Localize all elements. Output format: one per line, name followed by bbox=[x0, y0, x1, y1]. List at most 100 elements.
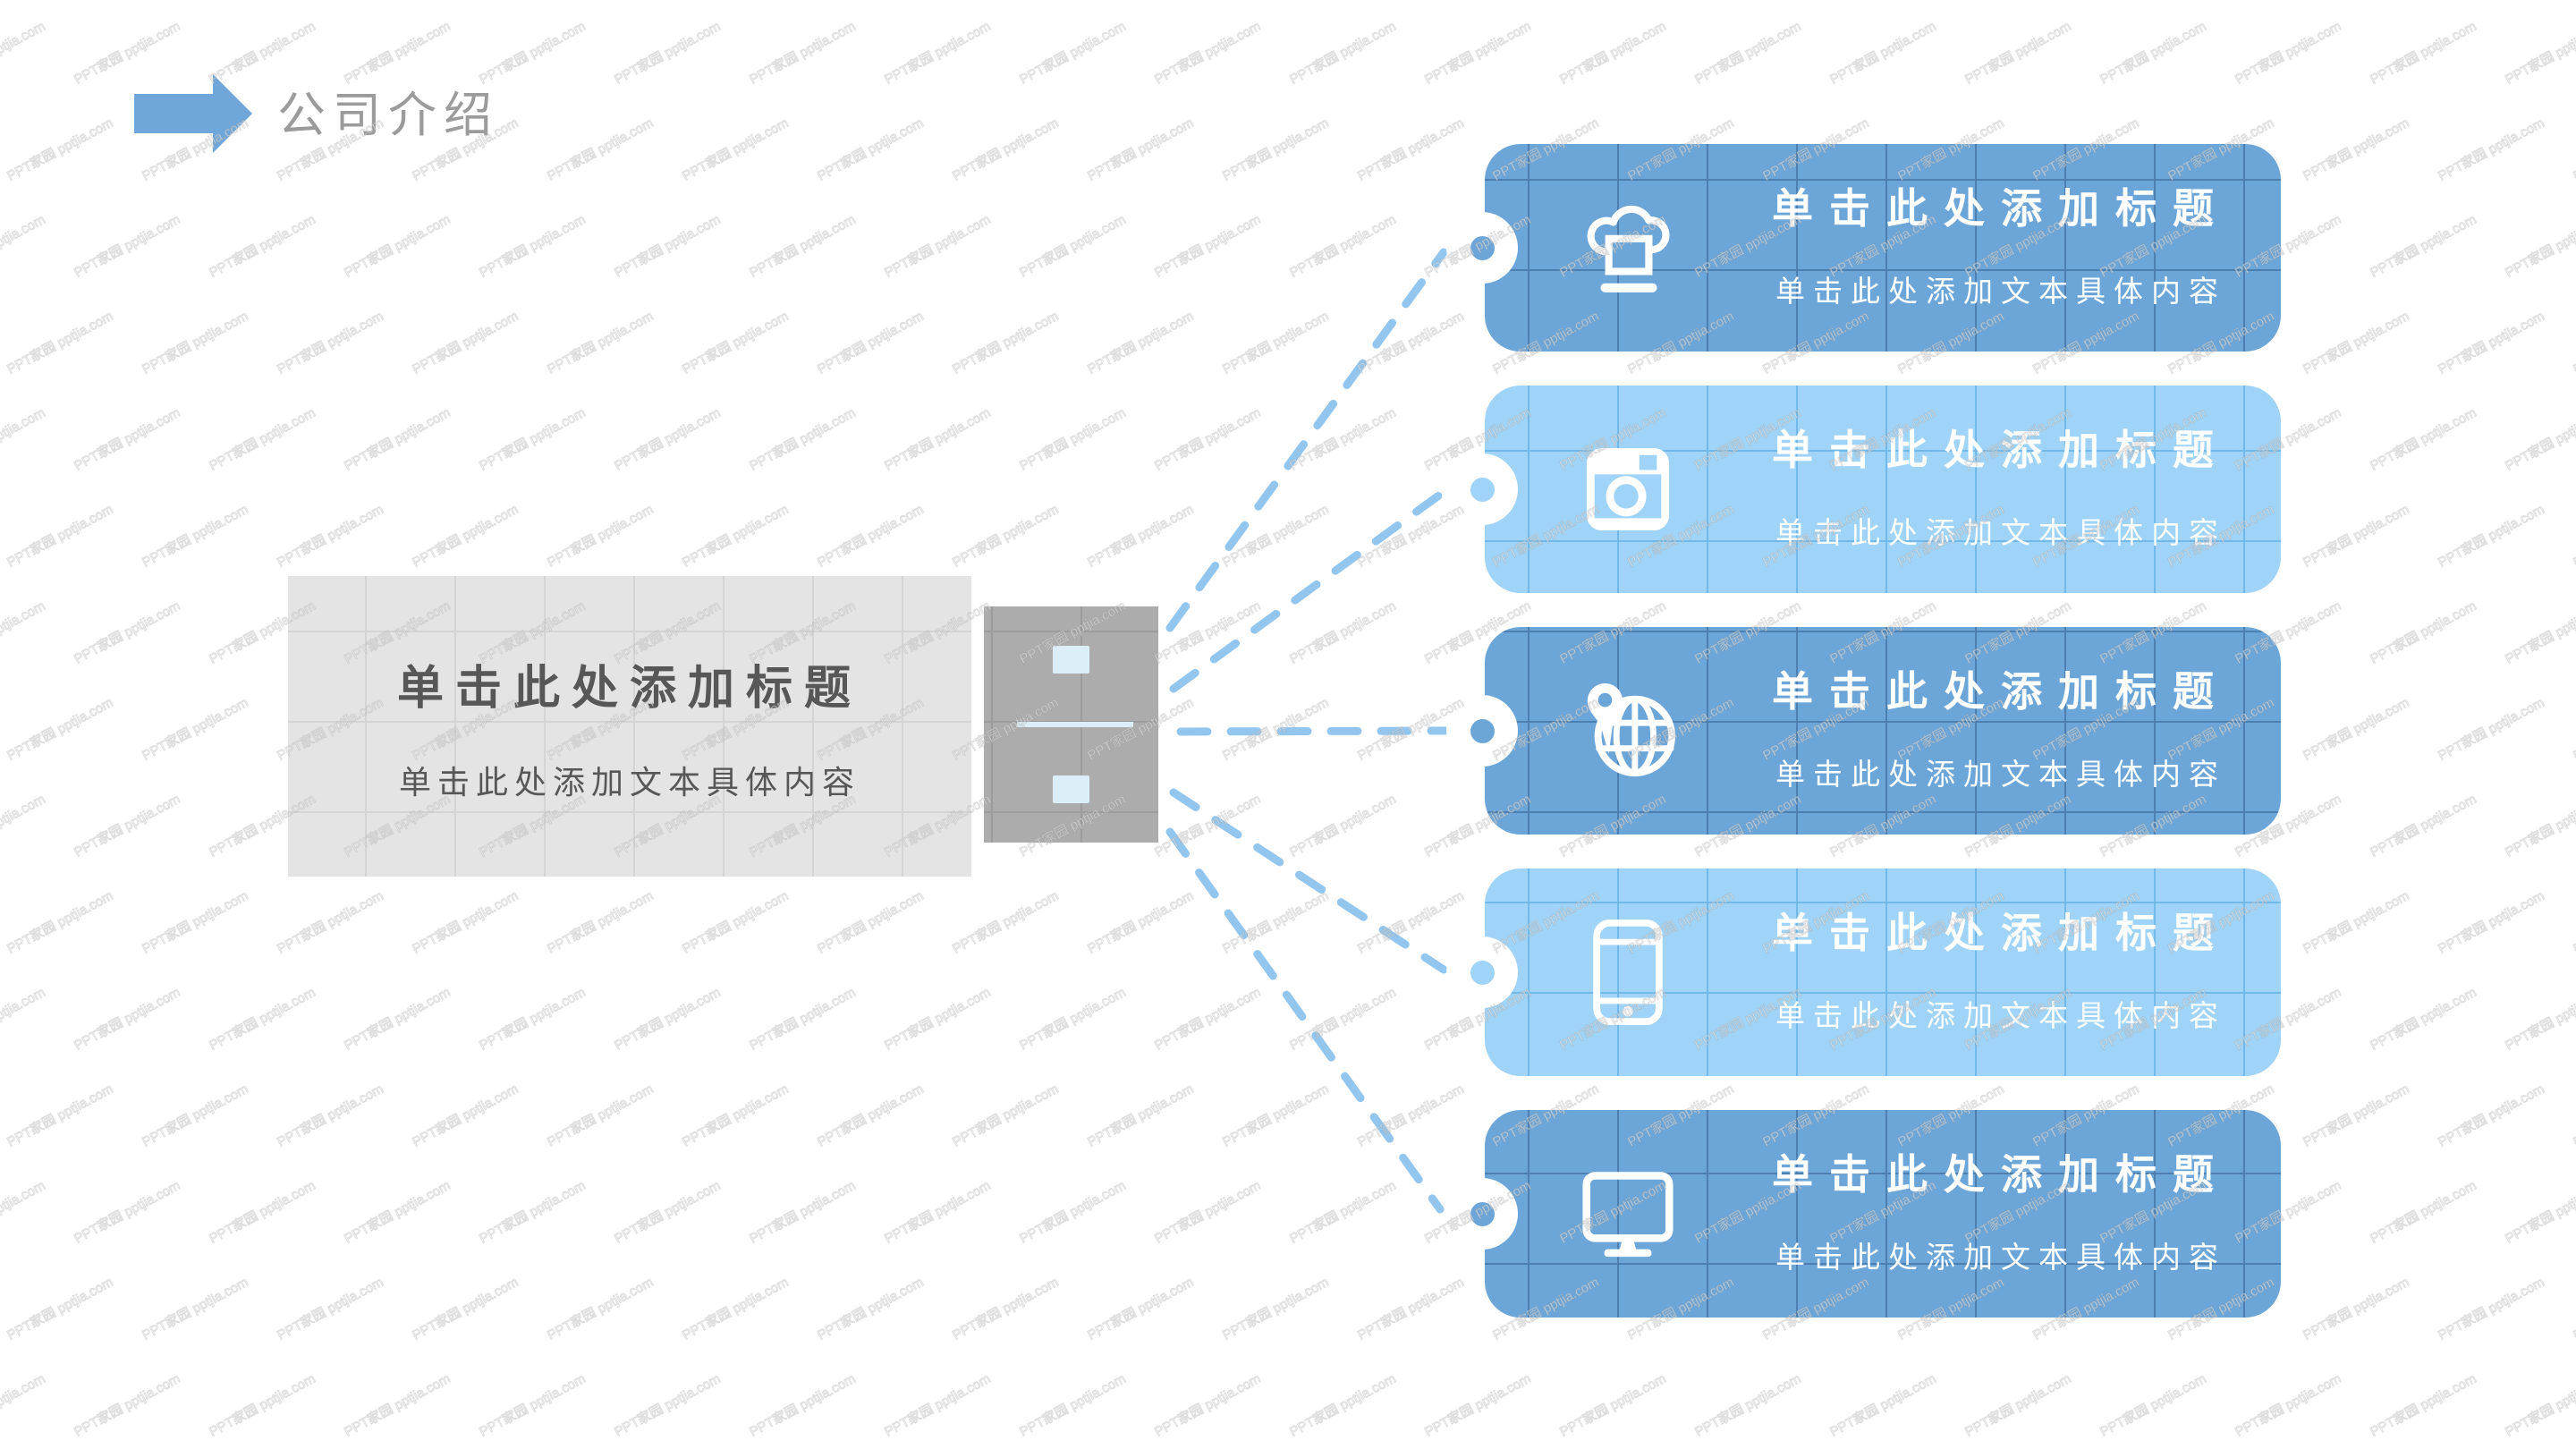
watermark-text: PPT家园 pptjia.com bbox=[1827, 18, 1939, 88]
watermark-text: PPT家园 pptjia.com bbox=[4, 694, 116, 764]
watermark-text: PPT家园 pptjia.com bbox=[1962, 1370, 2074, 1440]
watermark-text: PPT家园 pptjia.com bbox=[2301, 1274, 2412, 1343]
watermark-text: PPT家园 pptjia.com bbox=[1017, 404, 1129, 474]
watermark-text: PPT家园 pptjia.com bbox=[612, 404, 724, 474]
item-box-3[interactable]: 单击此处添加标题 单击此处添加文本具体内容 bbox=[1446, 627, 2281, 835]
center-card-title[interactable]: 单击此处添加标题 bbox=[396, 662, 862, 715]
watermark-text: PPT家园 pptjia.com bbox=[1287, 211, 1399, 281]
item-title[interactable]: 单击此处添加标题 bbox=[1772, 668, 2230, 715]
watermark-text: PPT家园 pptjia.com bbox=[2097, 1370, 2209, 1440]
right-arrow-icon bbox=[134, 74, 252, 153]
watermark-text: PPT家园 pptjia.com bbox=[275, 308, 386, 377]
watermark-text: PPT家园 pptjia.com bbox=[545, 1274, 657, 1343]
watermark-text: PPT家园 pptjia.com bbox=[1017, 1177, 1129, 1247]
watermark-text: PPT家园 pptjia.com bbox=[2097, 18, 2209, 88]
watermark-text: PPT家园 pptjia.com bbox=[680, 887, 792, 957]
watermark-text: PPT家园 pptjia.com bbox=[545, 114, 657, 184]
watermark-text: PPT家园 pptjia.com bbox=[747, 211, 859, 281]
watermark-text: PPT家园 pptjia.com bbox=[1692, 1370, 1804, 1440]
watermark-text: PPT家园 pptjia.com bbox=[2436, 114, 2547, 184]
watermark-text: PPT家园 pptjia.com bbox=[342, 1177, 453, 1247]
item-subtitle[interactable]: 单击此处添加文本具体内容 bbox=[1775, 999, 2226, 1032]
watermark-text: PPT家园 pptjia.com bbox=[2571, 1080, 2576, 1150]
usb-plug-shape bbox=[984, 606, 1158, 843]
watermark-text: PPT家园 pptjia.com bbox=[612, 1370, 724, 1440]
node-dot bbox=[1470, 477, 1495, 502]
watermark-text: PPT家园 pptjia.com bbox=[1085, 887, 1197, 957]
watermark-text: PPT家园 pptjia.com bbox=[1085, 114, 1197, 184]
watermark-text: PPT家园 pptjia.com bbox=[140, 308, 251, 377]
watermark-text: PPT家园 pptjia.com bbox=[1152, 597, 1264, 667]
watermark-text: PPT家园 pptjia.com bbox=[747, 18, 859, 88]
watermark-text: PPT家园 pptjia.com bbox=[0, 791, 48, 860]
watermark-text: PPT家园 pptjia.com bbox=[545, 887, 657, 957]
watermark-text: PPT家园 pptjia.com bbox=[612, 1177, 724, 1247]
watermark-text: PPT家园 pptjia.com bbox=[882, 1370, 994, 1440]
watermark-text: PPT家园 pptjia.com bbox=[4, 308, 116, 377]
watermark-text: PPT家园 pptjia.com bbox=[612, 18, 724, 88]
watermark-text: PPT家园 pptjia.com bbox=[545, 1080, 657, 1150]
watermark-text: PPT家园 pptjia.com bbox=[1220, 694, 1332, 764]
center-card-subtitle[interactable]: 单击此处添加文本具体内容 bbox=[398, 763, 860, 801]
watermark-text: PPT家园 pptjia.com bbox=[0, 597, 48, 667]
watermark-text: PPT家园 pptjia.com bbox=[140, 1274, 251, 1343]
watermark-text: PPT家园 pptjia.com bbox=[1220, 114, 1332, 184]
watermark-text: PPT家园 pptjia.com bbox=[410, 1080, 521, 1150]
watermark-text: PPT家园 pptjia.com bbox=[1287, 404, 1399, 474]
camera-icon bbox=[1584, 445, 1672, 533]
connector-node bbox=[1446, 936, 1518, 1008]
item-subtitle[interactable]: 单击此处添加文本具体内容 bbox=[1775, 275, 2226, 308]
item-box-4[interactable]: 单击此处添加标题 单击此处添加文本具体内容 bbox=[1446, 869, 2281, 1076]
item-subtitle[interactable]: 单击此处添加文本具体内容 bbox=[1775, 516, 2226, 549]
watermark-text: PPT家园 pptjia.com bbox=[342, 984, 453, 1054]
watermark-text: PPT家园 pptjia.com bbox=[815, 887, 927, 957]
center-card[interactable]: 单击此处添加标题 单击此处添加文本具体内容 bbox=[288, 576, 971, 877]
watermark-text: PPT家园 pptjia.com bbox=[882, 984, 994, 1054]
monitor-icon bbox=[1581, 1168, 1674, 1259]
watermark-text: PPT家园 pptjia.com bbox=[207, 1370, 318, 1440]
watermark-text: PPT家园 pptjia.com bbox=[950, 114, 1062, 184]
item-box-1[interactable]: 单击此处添加标题 单击此处添加文本具体内容 bbox=[1446, 144, 2281, 352]
item-title[interactable]: 单击此处添加标题 bbox=[1772, 185, 2230, 232]
item-subtitle[interactable]: 单击此处添加文本具体内容 bbox=[1775, 1241, 2226, 1274]
item-subtitle[interactable]: 单击此处添加文本具体内容 bbox=[1775, 758, 2226, 791]
watermark-text: PPT家园 pptjia.com bbox=[2503, 1370, 2576, 1440]
watermark-text: PPT家园 pptjia.com bbox=[72, 1370, 183, 1440]
watermark-text: PPT家园 pptjia.com bbox=[275, 1080, 386, 1150]
watermark-text: PPT家园 pptjia.com bbox=[2436, 308, 2547, 377]
watermark-text: PPT家园 pptjia.com bbox=[545, 501, 657, 571]
watermark-text: PPT家园 pptjia.com bbox=[1287, 1370, 1399, 1440]
watermark-text: PPT家园 pptjia.com bbox=[140, 501, 251, 571]
watermark-text: PPT家园 pptjia.com bbox=[815, 1080, 927, 1150]
watermark-text: PPT家园 pptjia.com bbox=[4, 1080, 116, 1150]
watermark-text: PPT家园 pptjia.com bbox=[2571, 114, 2576, 184]
watermark-text: PPT家园 pptjia.com bbox=[1287, 791, 1399, 860]
watermark-text: PPT家园 pptjia.com bbox=[2436, 694, 2547, 764]
item-box-5[interactable]: 单击此处添加标题 单击此处添加文本具体内容 bbox=[1446, 1110, 2281, 1318]
watermark-text: PPT家园 pptjia.com bbox=[815, 114, 927, 184]
watermark-text: PPT家园 pptjia.com bbox=[2571, 308, 2576, 377]
watermark-text: PPT家园 pptjia.com bbox=[2368, 1370, 2479, 1440]
item-title[interactable]: 单击此处添加标题 bbox=[1772, 910, 2230, 956]
watermark-text: PPT家园 pptjia.com bbox=[207, 984, 318, 1054]
watermark-text: PPT家园 pptjia.com bbox=[1355, 1080, 1467, 1150]
item-title[interactable]: 单击此处添加标题 bbox=[1772, 427, 2230, 473]
watermark-text: PPT家园 pptjia.com bbox=[2503, 597, 2576, 667]
watermark-text: PPT家园 pptjia.com bbox=[2436, 887, 2547, 957]
watermark-text: PPT家园 pptjia.com bbox=[1692, 18, 1804, 88]
watermark-text: PPT家园 pptjia.com bbox=[1220, 501, 1332, 571]
item-box-2[interactable]: 单击此处添加标题 单击此处添加文本具体内容 bbox=[1446, 386, 2281, 593]
item-title[interactable]: 单击此处添加标题 bbox=[1772, 1151, 2230, 1198]
watermark-text: PPT家园 pptjia.com bbox=[1220, 1080, 1332, 1150]
watermark-text: PPT家园 pptjia.com bbox=[342, 211, 453, 281]
watermark-text: PPT家园 pptjia.com bbox=[72, 597, 183, 667]
watermark-text: PPT家园 pptjia.com bbox=[612, 984, 724, 1054]
watermark-text: PPT家园 pptjia.com bbox=[1085, 1080, 1197, 1150]
watermark-text: PPT家园 pptjia.com bbox=[2571, 1274, 2576, 1343]
connector-node bbox=[1446, 695, 1518, 767]
watermark-text: PPT家园 pptjia.com bbox=[882, 18, 994, 88]
watermark-text: PPT家园 pptjia.com bbox=[2571, 887, 2576, 957]
page-title: 公司介绍 bbox=[277, 89, 499, 142]
watermark-text: PPT家园 pptjia.com bbox=[2503, 404, 2576, 474]
